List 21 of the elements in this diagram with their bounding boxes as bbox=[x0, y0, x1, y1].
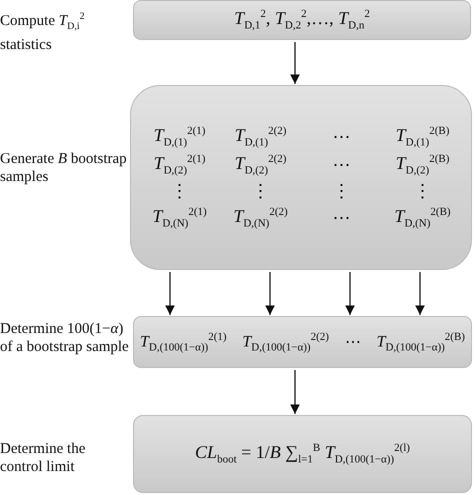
process-box bbox=[133, 316, 472, 368]
formula-text: ⋯ bbox=[344, 332, 361, 352]
arrow bbox=[165, 272, 175, 315]
process-box bbox=[133, 0, 471, 40]
formula-text: ⋮ bbox=[414, 180, 432, 202]
process-box bbox=[133, 415, 472, 493]
formula-text: ⋯ bbox=[332, 154, 350, 176]
arrow bbox=[345, 272, 355, 315]
arrow bbox=[290, 370, 300, 414]
formula-text: ⋯ bbox=[332, 126, 350, 148]
arrow bbox=[415, 272, 425, 315]
step-label: Generate B bootstrap samples bbox=[0, 150, 128, 186]
formula-text: ⋮ bbox=[252, 180, 270, 202]
step-label: Determine the control limit bbox=[0, 440, 86, 476]
arrow bbox=[265, 272, 275, 315]
arrow bbox=[290, 42, 300, 84]
process-box bbox=[130, 85, 472, 270]
step-label: Determine 100(1−α) of a bootstrap sample bbox=[0, 320, 130, 356]
formula-text: ⋮ bbox=[170, 180, 188, 202]
formula-text: ⋯ bbox=[332, 207, 350, 230]
formula-text: ⋮ bbox=[332, 180, 350, 202]
